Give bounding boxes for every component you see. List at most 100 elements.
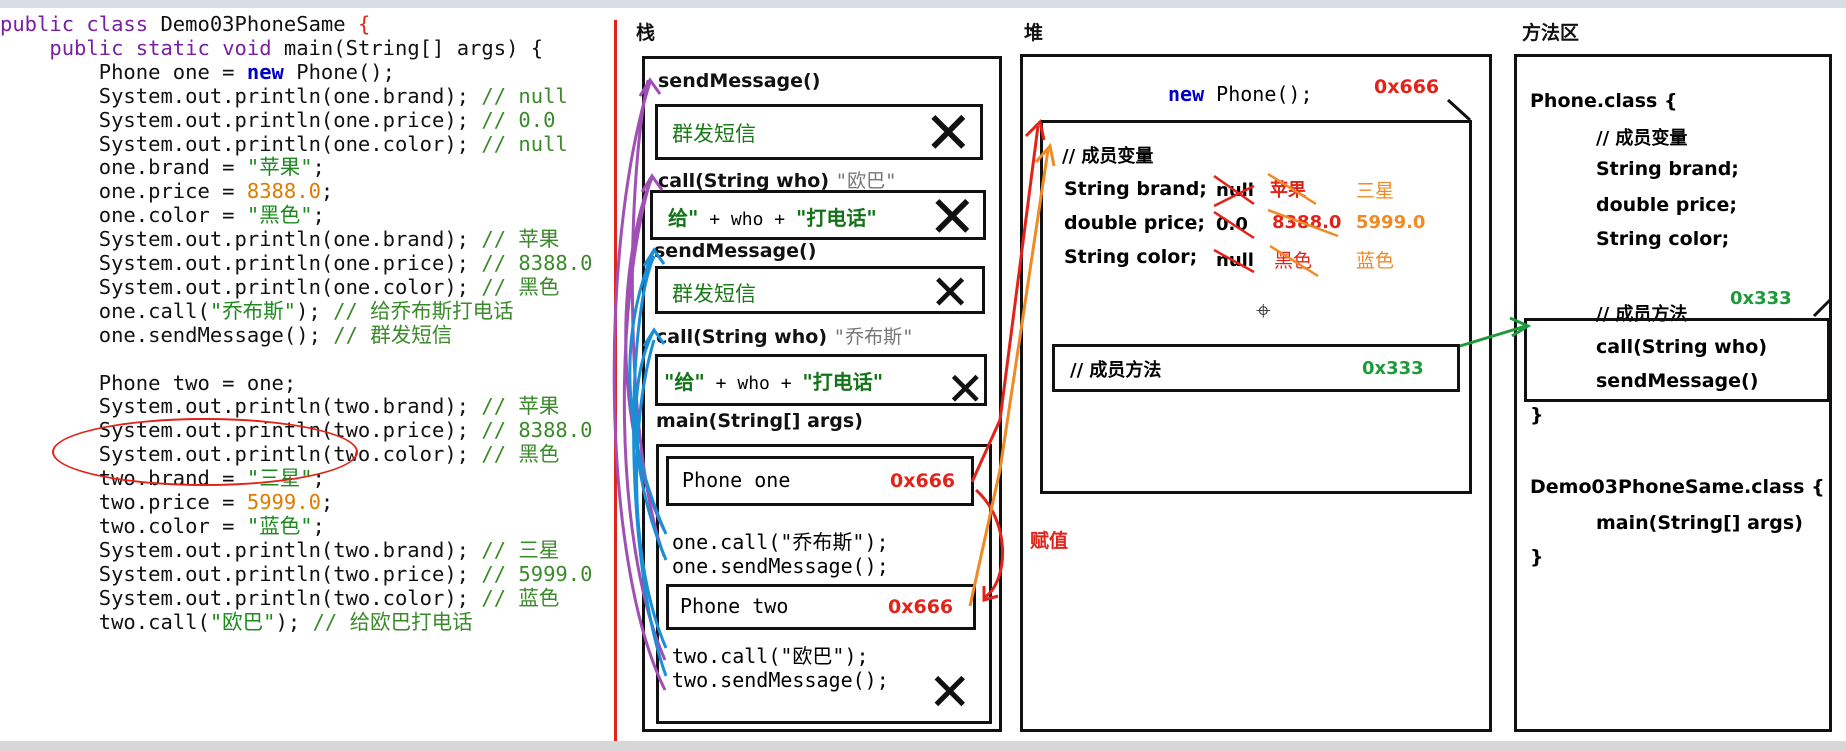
code-token: // 8388.0	[481, 251, 593, 275]
code-indent	[0, 610, 99, 634]
code-indent	[0, 562, 99, 586]
code-token: // 5999.0	[481, 561, 593, 586]
code-token: class	[86, 12, 161, 36]
code-token: main(String[] args) {	[283, 35, 544, 60]
code-token: System.out.println(one.price);	[98, 251, 482, 275]
code-token: System.out.println(one.color);	[98, 131, 482, 156]
code-line: one.call("乔布斯"); // 给乔布斯打电话	[0, 297, 514, 325]
code-indent	[0, 203, 99, 227]
code-token: Phone one =	[98, 59, 247, 84]
method-area-field-color: String color;	[1596, 228, 1730, 250]
code-token: "蓝色"	[246, 513, 313, 538]
code-indent	[0, 84, 99, 108]
code-token: public	[49, 35, 136, 60]
code-token: System.out.println(two.brand);	[98, 394, 482, 419]
code-token: "欧巴"	[209, 609, 276, 634]
code-token: System.out.println(one.brand);	[98, 83, 482, 108]
code-token: // null	[481, 83, 568, 108]
code-indent	[0, 586, 99, 610]
code-token: // 苹果	[481, 227, 560, 252]
heap-object-address: 0x666	[1374, 76, 1440, 98]
color-value-null: null	[1216, 250, 1254, 271]
frame-body-text: 群发短信	[672, 122, 756, 146]
code-token: // 三星	[481, 537, 560, 562]
statement-two-sendmessage: two.sendMessage();	[672, 668, 889, 692]
code-token: );	[296, 298, 334, 323]
code-token: // 给乔布斯打电话	[333, 298, 514, 323]
code-token: "黑色"	[246, 203, 313, 228]
code-line: public class Demo03PhoneSame {	[0, 10, 370, 38]
code-line: System.out.println(two.color); // 蓝色	[0, 584, 560, 612]
brand-value-apple: 苹果	[1270, 180, 1306, 201]
heap-field-color: String color;	[1064, 246, 1198, 268]
code-line: System.out.println(one.brand); // null	[0, 82, 568, 110]
code-token: // 群发短信	[333, 322, 453, 347]
method-area-box	[1514, 54, 1832, 732]
window-top-bar	[0, 0, 1846, 8]
code-editor[interactable]: public class Demo03PhoneSame { public st…	[0, 10, 612, 740]
stack-frame-sendmessage-title: sendMessage()	[658, 70, 821, 92]
brand-value-samsung: 三星	[1356, 180, 1395, 202]
window-bottom-bar	[0, 741, 1846, 751]
price-value-5999: 5999.0	[1356, 212, 1426, 233]
price-value-zero: 0.0	[1216, 214, 1248, 235]
stack-frame-call-title: call(String who) "乔布斯"	[656, 326, 914, 348]
code-indent	[0, 251, 99, 275]
code-indent	[0, 36, 49, 60]
demo-class-close: }	[1530, 546, 1544, 568]
variable-one-address: 0x666	[890, 470, 956, 492]
code-token: System.out.println(two.price);	[98, 561, 482, 586]
code-line: two.price = 5999.0;	[0, 488, 334, 516]
code-token: // 黑色	[481, 274, 560, 299]
code-token: one.sendMessage();	[98, 322, 334, 347]
code-token: // 黑色	[481, 442, 560, 467]
code-token: one.call(	[98, 298, 210, 323]
code-token: Demo03PhoneSame	[160, 12, 358, 36]
heap-member-vars-comment: // 成员变量	[1062, 146, 1154, 167]
code-line: System.out.println(one.price); // 0.0	[0, 106, 556, 134]
method-call: call(String who)	[1596, 336, 1767, 358]
variable-one-label: Phone one	[682, 468, 791, 492]
code-line: two.call("欧巴"); // 给欧巴打电话	[0, 608, 473, 636]
code-token: new	[246, 59, 297, 84]
variable-two-label: Phone two	[680, 594, 789, 618]
code-token: static	[135, 35, 223, 60]
code-token: "乔布斯"	[209, 298, 297, 323]
price-value-8388: 8388.0	[1272, 212, 1342, 233]
method-main: main(String[] args)	[1596, 512, 1803, 534]
code-token: ;	[312, 155, 325, 180]
code-line: Phone one = new Phone();	[0, 58, 395, 86]
code-token: 8388.0	[246, 179, 321, 204]
code-line: System.out.println(two.price); // 5999.0	[0, 560, 593, 588]
statement-two-call: two.call("欧巴");	[672, 644, 869, 668]
code-line: public static void main(String[] args) {	[0, 34, 543, 62]
code-token: public	[0, 12, 87, 36]
code-token: one.brand =	[98, 155, 247, 180]
code-line: System.out.println(one.color); // 黑色	[0, 273, 560, 301]
stack-frame-main-title: main(String[] args)	[656, 410, 863, 432]
code-token: one.color =	[98, 203, 247, 228]
code-token: System.out.println(one.brand);	[98, 227, 482, 252]
code-line: Phone two = one;	[0, 369, 296, 397]
code-line: System.out.println(one.price); // 8388.0	[0, 249, 593, 277]
frame-body-text: "给" + who + "打电话"	[664, 370, 884, 394]
code-token: two.call(	[98, 609, 210, 634]
heap-field-price: double price;	[1064, 212, 1206, 234]
code-token: // 8388.0	[481, 418, 593, 443]
cross-mark-icon: ✕	[930, 265, 971, 321]
code-indent	[0, 108, 99, 132]
phone-class-close: }	[1530, 404, 1544, 426]
code-line: System.out.println(one.color); // null	[0, 130, 568, 158]
code-token: ;	[320, 490, 334, 514]
crosshair-icon: ⌖	[1256, 296, 1271, 326]
code-token: System.out.println(two.color);	[98, 585, 482, 610]
frame-body-text: 群发短信	[672, 282, 756, 306]
code-indent	[0, 490, 99, 514]
phone-class-line: Phone.class {	[1530, 90, 1678, 112]
code-token: two.color =	[98, 513, 247, 538]
cross-mark-icon: ✕	[928, 663, 972, 723]
heap-method-ref-box	[1052, 344, 1460, 392]
code-token: // 苹果	[481, 394, 560, 419]
code-token: // 0.0	[481, 107, 556, 132]
code-token: {	[357, 12, 371, 36]
